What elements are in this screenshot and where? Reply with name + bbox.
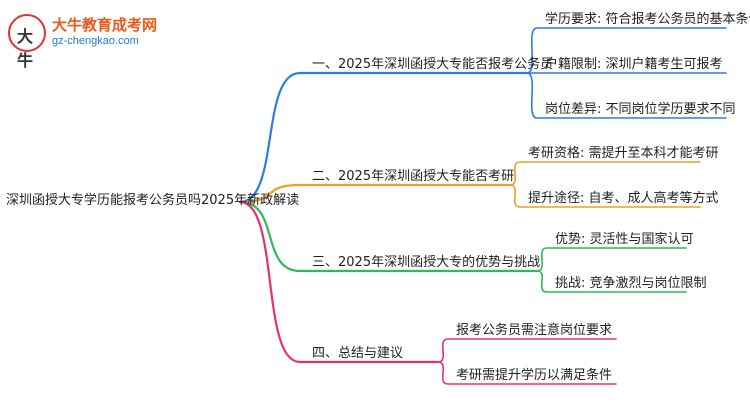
branch-topic: 三、2025年深圳函授大专的优势与挑战 bbox=[312, 255, 541, 270]
branch-topic: 一、2025年深圳函授大专能否报考公务员 bbox=[312, 57, 554, 72]
branch-topic: 二、2025年深圳函授大专能否考研 bbox=[312, 169, 515, 184]
leaf-connector bbox=[526, 72, 727, 119]
logo-mark-text: 大牛 bbox=[17, 27, 34, 70]
leaf-topic: 挑战: 竞争激烈与岗位限制 bbox=[555, 276, 707, 291]
logo-name: 大牛教育成考网 bbox=[52, 16, 158, 34]
branch-connector bbox=[238, 71, 529, 204]
leaf-connector bbox=[536, 270, 687, 293]
root-topic: 深圳函授大专学历能报考公务员吗2025年新政解读 bbox=[6, 193, 300, 208]
leaf-connector bbox=[509, 184, 701, 208]
leaf-connector bbox=[536, 247, 687, 272]
leaf-topic: 岗位差异: 不同岗位学历要求不同 bbox=[545, 102, 736, 117]
logo-url: gz-chengkao.com bbox=[52, 35, 139, 47]
leaf-connector bbox=[437, 338, 617, 363]
leaf-connector bbox=[509, 161, 701, 186]
leaf-topic: 报考公务员需注意岗位要求 bbox=[456, 323, 613, 338]
leaf-topic: 考研资格: 需提升至本科才能考研 bbox=[528, 146, 719, 161]
leaf-topic: 户籍限制: 深圳户籍考生可报考 bbox=[545, 57, 723, 72]
site-logo: 大牛 大牛教育成考网 gz-chengkao.com bbox=[8, 12, 178, 70]
leaf-topic: 学历要求: 符合报考公务员的基本条件 bbox=[545, 12, 750, 27]
branch-topic: 四、总结与建议 bbox=[312, 346, 404, 361]
leaf-topic: 优势: 灵活性与国家认可 bbox=[555, 232, 694, 247]
branch-connector bbox=[238, 200, 539, 273]
leaf-topic: 提升途径: 自考、成人高考等方式 bbox=[528, 191, 719, 206]
leaf-connector bbox=[437, 361, 617, 385]
branch-connector bbox=[238, 200, 440, 364]
logo-mark-icon: 大牛 bbox=[8, 14, 46, 70]
leaf-topic: 考研需提升学历以满足条件 bbox=[456, 368, 613, 383]
leaf-connector bbox=[526, 27, 727, 74]
branch-connector bbox=[238, 183, 512, 204]
